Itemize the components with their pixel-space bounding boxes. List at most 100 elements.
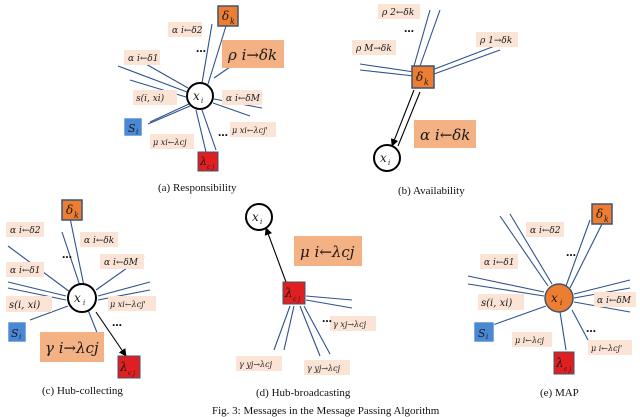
highlight-alpha: α i←δk: [420, 126, 470, 144]
delta-k-sub-b: k: [424, 78, 429, 87]
delta-k-label: δ: [222, 9, 229, 23]
s-i-sub-c: i: [19, 333, 21, 341]
dots-c-top: …: [62, 250, 72, 261]
dots-d: …: [322, 314, 332, 325]
lambda-sub-e: c j: [564, 366, 571, 373]
delta-k-label-b: δ: [416, 70, 423, 84]
msg-alpha-dk-c: α i←δk: [84, 236, 114, 246]
lambda-label-c: λ: [119, 360, 128, 374]
msg-box-rho1: [476, 32, 518, 47]
msg-gy2: γ yj→λcj: [307, 364, 341, 373]
lambda-node: [197, 151, 219, 172]
highlight-box: [222, 40, 284, 68]
msg-mu-j-e: μ i←λcj': [591, 344, 622, 353]
msg-box-mu-j-e: [588, 340, 632, 355]
delta-k-node-e: [591, 203, 613, 225]
x-i-sub-e: i: [560, 299, 562, 307]
caption-c: (c) Hub-collecting: [42, 385, 123, 397]
caption-d: (d) Hub-broadcasting: [256, 387, 351, 399]
msg-box-alpha-d2-e: [526, 222, 564, 237]
msg-box-alpha-dM: [222, 90, 262, 105]
s-i-node-e: [473, 321, 495, 343]
msg-box-mu-j: [230, 122, 276, 137]
msg-s: s(i, xi): [136, 93, 165, 104]
msg-box-alpha-dM-e: [594, 292, 636, 307]
lambda-sub: c j: [207, 164, 214, 171]
msg-alpha-d2-e: α i←δ2: [530, 226, 561, 236]
msg-box-s-e: [478, 294, 524, 310]
dots-c-bottom: …: [112, 318, 122, 329]
caption-e: (e) MAP: [540, 387, 579, 399]
msg-box-s-c: [6, 296, 52, 312]
lambda-label: λ: [199, 155, 207, 168]
delta-k-sub-c: k: [74, 211, 79, 220]
dots-e-bottom: …: [586, 324, 596, 335]
dots-b: …: [404, 24, 414, 35]
s-i-label: S: [128, 122, 136, 135]
highlight-box-b: [414, 120, 476, 148]
lambda-sub-c: c j: [128, 370, 135, 377]
s-i-sub-e: i: [486, 333, 488, 341]
msg-box-rho2: [378, 4, 420, 19]
caption-a: (a) Responsibility: [158, 182, 237, 194]
panel-a-responsibility: α i←δ2 α i←δ1 ρ i→δk α i←δM s(i, xi) μ x…: [117, 5, 284, 194]
lambda-node-d: [282, 281, 306, 305]
lambda-label-e: λ: [555, 356, 564, 370]
msg-box-s: [133, 90, 177, 105]
x-i-label: x: [193, 89, 200, 103]
s-i-sub: i: [136, 128, 138, 136]
msg-gx: γ xj→λcj: [333, 320, 367, 329]
msg-box-mu-c: [108, 296, 156, 311]
msg-box-alpha-dk-c: [80, 232, 118, 247]
lambda-node-e: [553, 351, 575, 375]
msg-alpha-dM-c: α i←δM: [104, 258, 139, 268]
x-i-node-c: [67, 283, 97, 313]
msg-mu-c: μ xi←λcj': [110, 300, 146, 309]
highlight-box-c: [40, 332, 104, 362]
x-i-label-c: x: [74, 291, 81, 305]
x-i-label-b: x: [380, 151, 387, 165]
msg-mu-j: μ xi←λcj': [232, 126, 268, 135]
x-i-sub: i: [201, 97, 203, 105]
msg-box-gy: [236, 356, 282, 371]
delta-k-node: [217, 5, 239, 27]
dots-e-top: …: [566, 248, 576, 259]
delta-k-sub-e: k: [604, 215, 609, 224]
msg-s-c: s(i, xi): [9, 300, 40, 311]
delta-k-label-e: δ: [596, 207, 603, 221]
s-i-node: [123, 117, 143, 137]
highlight-gamma: γ i→λcj: [45, 339, 99, 357]
msg-box-alpha-d2: [168, 22, 202, 37]
panel-b-availability: ρ 2←δk ρ 1→δk ρ M→δk … α i←δk δ k x i (b…: [352, 4, 518, 197]
msg-box-mu: [150, 134, 194, 149]
dots-bottom: …: [218, 128, 228, 139]
panel-d-hub-broadcasting: μ i←λcj γ xj→λcj γ yj→λcj γ yj→λcj … x i…: [236, 203, 376, 399]
caption-b: (b) Availability: [398, 185, 465, 197]
msg-alpha-dM: α i←δM: [226, 94, 261, 104]
s-i-node-c: [7, 321, 27, 343]
x-i-sub-d: i: [260, 218, 262, 226]
msg-alpha-d1-c: α i←δ1: [10, 266, 41, 276]
msg-mu: μ xi←λcj: [153, 138, 187, 147]
panel-c-hub-collecting: α i←δ2 α i←δk α i←δM α i←δ1 s(i, xi) μ x…: [6, 199, 156, 397]
lambda-node-c: [117, 355, 141, 379]
msg-rho1: ρ 1→δk: [479, 36, 512, 46]
msg-alpha-d2-c: α i←δ2: [10, 226, 41, 236]
msg-box-gx: [330, 316, 376, 331]
msg-rhoM: ρ M→δk: [355, 44, 392, 54]
msg-box-alpha-d1-c: [6, 262, 44, 277]
highlight-mu: μ i←λcj: [300, 243, 355, 261]
highlight-rho: ρ i→δk: [227, 46, 277, 64]
delta-k-node-b: [411, 65, 435, 89]
x-i-node-d: [245, 203, 273, 231]
x-i-sub-c: i: [83, 299, 85, 307]
msg-box-mu-e: [512, 332, 552, 347]
x-i-node-e: [544, 283, 574, 313]
x-i-node: [186, 82, 214, 110]
msg-box-gy2: [304, 360, 350, 375]
x-i-node-b: [373, 144, 401, 172]
x-i-label-e: x: [551, 291, 558, 305]
msg-box-alpha-dM-c: [100, 254, 144, 269]
lambda-sub-d: c j: [293, 296, 300, 303]
